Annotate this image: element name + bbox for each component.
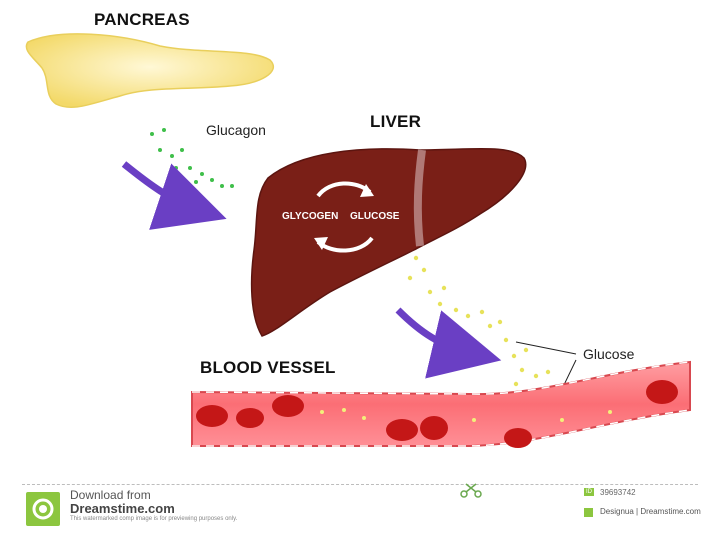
glucose-dots [407, 255, 551, 387]
footer-divider [22, 484, 698, 485]
site-name-link[interactable]: Dreamstime.com [70, 501, 175, 516]
dreamstime-logo-icon [26, 492, 60, 526]
watermark-footer: Download from Dreamstime.com This waterm… [0, 478, 720, 540]
arrow-liver-to-blood [395, 307, 502, 379]
glucose-label: Glucose [583, 346, 635, 362]
glycogen-glucose-cycle-icon [314, 181, 374, 253]
image-id: 39693742 [600, 488, 636, 497]
liver-organ [250, 147, 527, 337]
spiral-icon [32, 498, 54, 520]
id-badge: ID [584, 488, 594, 496]
glycogen-liver-label: GLYCOGEN [282, 211, 339, 222]
liver-title: LIVER [370, 112, 422, 131]
pancreas-title: PANCREAS [94, 10, 190, 29]
vessel-glucose-dots [320, 408, 612, 422]
glucose-liver-label: GLUCOSE [350, 211, 400, 222]
watermark-notice: This watermarked comp image is for previ… [70, 516, 238, 522]
pancreas-organ [25, 33, 274, 109]
glucagon-label: Glucagon [206, 122, 266, 138]
author-icon [584, 508, 593, 517]
arrow-pancreas-to-liver [121, 161, 227, 230]
author-credit: Designua | Dreamstime.com [600, 507, 701, 516]
glucagon-diagram [25, 33, 691, 448]
red-blood-cells [196, 380, 678, 448]
scissors-icon [460, 483, 482, 498]
download-from-text: Download from [70, 488, 151, 502]
blood-vessel-title: BLOOD VESSEL [200, 358, 336, 377]
